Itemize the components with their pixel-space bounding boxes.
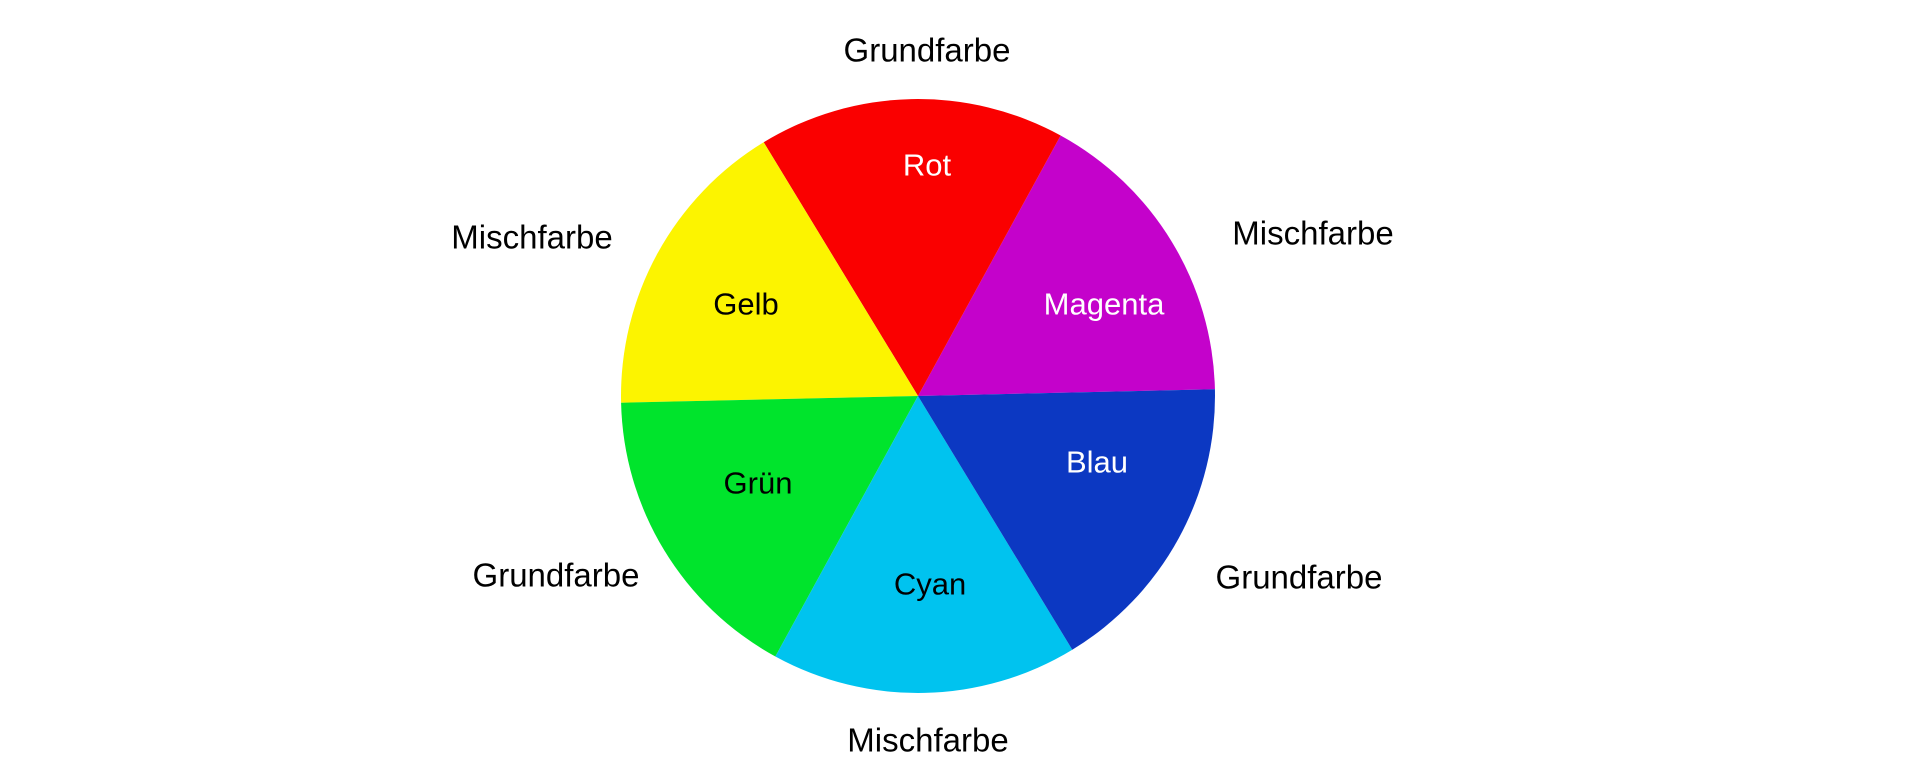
wheel-segment-gelb [621, 142, 918, 403]
wheel-segment-blau [918, 389, 1215, 650]
wheel-segment-cyan [775, 396, 1073, 693]
wheel-segment-rot [763, 99, 1061, 396]
wheel-segment-gruen [621, 396, 918, 657]
wheel-segment-magenta [918, 135, 1215, 397]
